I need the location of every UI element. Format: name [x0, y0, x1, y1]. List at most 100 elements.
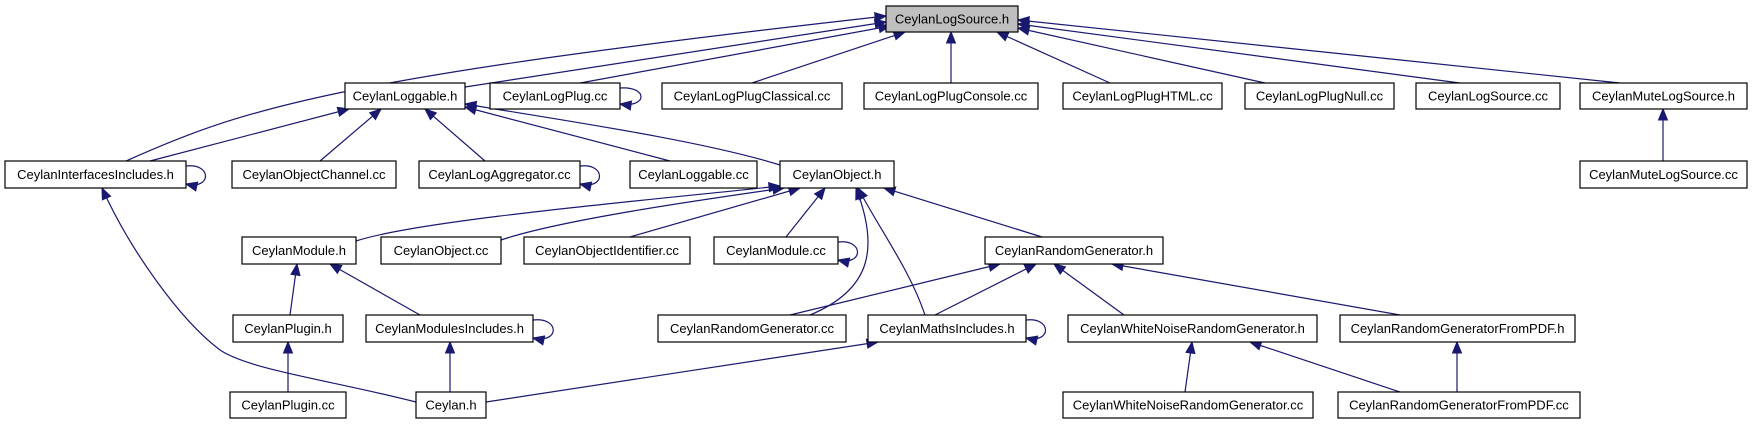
node-n16[interactable]: CeylanObject.cc [380, 236, 502, 265]
arrow-head-icon [995, 31, 1010, 42]
node-n22[interactable]: CeylanRandomGenerator.cc [657, 314, 847, 343]
edge-line [629, 187, 801, 238]
node-box[interactable] [657, 314, 847, 343]
arrow-head-icon [578, 181, 593, 192]
node-n29[interactable]: CeylanRandomGeneratorFromPDF.cc [1337, 391, 1581, 419]
arrow-head-icon [463, 100, 478, 112]
edge-n20-to-n15 [289, 262, 301, 316]
arrow-head-icon [101, 186, 112, 201]
edge-line [101, 187, 417, 403]
edge-line [1249, 341, 1401, 393]
node-label: CeylanPlugin.h [244, 321, 331, 336]
node-box[interactable] [1244, 82, 1395, 110]
node-n0[interactable]: CeylanLogSource.h [885, 5, 1019, 33]
node-box[interactable] [344, 82, 466, 110]
node-box[interactable] [1579, 82, 1748, 110]
edge-line [857, 187, 926, 316]
edge-n19-to-n13 [882, 186, 1043, 238]
node-n25[interactable]: CeylanRandomGeneratorFromPDF.h [1339, 314, 1576, 343]
node-n11[interactable]: CeylanLogAggregator.cc [418, 160, 581, 189]
node-box[interactable] [867, 314, 1027, 343]
node-n20[interactable]: CeylanPlugin.h [232, 314, 344, 343]
node-n18[interactable]: CeylanModule.cc [713, 236, 839, 265]
node-n2[interactable]: CeylanLogPlug.cc [489, 82, 621, 110]
node-n21[interactable]: CeylanModulesIncludes.h [365, 314, 534, 343]
node-box[interactable] [984, 236, 1164, 265]
node-box[interactable] [713, 236, 839, 265]
node-box[interactable] [229, 391, 347, 419]
node-n10[interactable]: CeylanObjectChannel.cc [231, 160, 397, 189]
node-label: CeylanWhiteNoiseRandomGenerator.h [1080, 321, 1305, 336]
root-node-box[interactable] [885, 5, 1019, 33]
node-n12[interactable]: CeylanLoggable.cc [629, 160, 758, 189]
node-n19[interactable]: CeylanRandomGenerator.h [984, 236, 1164, 265]
node-n26[interactable]: CeylanPlugin.cc [229, 391, 347, 419]
edge-n23-to-n13 [857, 186, 926, 316]
edge-n10-to-n1 [319, 108, 383, 162]
node-box[interactable] [380, 236, 502, 265]
node-box[interactable] [231, 160, 397, 189]
node-n8[interactable]: CeylanMuteLogSource.h [1579, 82, 1748, 110]
node-box[interactable] [4, 160, 187, 189]
node-n15[interactable]: CeylanModule.h [241, 236, 357, 265]
node-box[interactable] [1067, 314, 1318, 343]
node-n9[interactable]: CeylanInterfacesIncludes.h [4, 160, 187, 189]
edge-n27-to-n9 [101, 186, 417, 403]
node-box[interactable] [489, 82, 621, 110]
arrow-head-icon [1657, 107, 1669, 121]
node-n14[interactable]: CeylanMuteLogSource.cc [1579, 160, 1748, 189]
node-box[interactable] [779, 160, 895, 189]
edge-n23-to-n23 [1024, 319, 1046, 346]
node-n1[interactable]: CeylanLoggable.h [344, 82, 466, 110]
node-box[interactable] [1062, 82, 1223, 110]
node-n3[interactable]: CeylanLogPlugClassical.cc [661, 82, 843, 110]
node-box[interactable] [1339, 314, 1576, 343]
node-box[interactable] [365, 314, 534, 343]
edge-n23-to-n19 [934, 263, 1038, 316]
node-label: CeylanObjectIdentifier.cc [535, 243, 679, 258]
node-label: CeylanLogSource.h [895, 12, 1009, 27]
node-label: CeylanRandomGenerator.h [995, 243, 1153, 258]
node-box[interactable] [1062, 391, 1314, 419]
node-n27[interactable]: Ceylan.h [415, 391, 487, 419]
edge-n13-to-n1 [463, 100, 781, 166]
node-n24[interactable]: CeylanWhiteNoiseRandomGenerator.h [1067, 314, 1318, 343]
edge-line [1017, 23, 1461, 84]
node-label: CeylanObject.h [793, 167, 882, 182]
edge-line [1053, 263, 1125, 316]
edge-line [485, 341, 879, 403]
node-n17[interactable]: CeylanObjectIdentifier.cc [523, 236, 691, 265]
arrow-head-icon [1185, 340, 1196, 355]
node-n23[interactable]: CeylanMathsIncludes.h [867, 314, 1027, 343]
node-box[interactable] [241, 236, 357, 265]
node-box[interactable] [863, 82, 1039, 110]
arrow-head-icon [531, 335, 546, 346]
edge-n26-to-n20 [282, 340, 294, 392]
node-box[interactable] [1415, 82, 1561, 110]
edge-line [149, 108, 350, 162]
node-box[interactable] [661, 82, 843, 110]
node-label: CeylanMuteLogSource.cc [1589, 167, 1738, 182]
node-label: CeylanLogPlug.cc [503, 89, 608, 104]
node-box[interactable] [1337, 391, 1581, 419]
node-box[interactable] [1579, 160, 1748, 189]
node-n7[interactable]: CeylanLogSource.cc [1415, 82, 1561, 110]
node-n4[interactable]: CeylanLogPlugConsole.cc [863, 82, 1039, 110]
arrow-head-icon [444, 340, 456, 354]
node-n28[interactable]: CeylanWhiteNoiseRandomGenerator.cc [1062, 391, 1314, 419]
node-n13[interactable]: CeylanObject.h [779, 160, 895, 189]
node-label: CeylanLogAggregator.cc [428, 167, 571, 182]
node-n6[interactable]: CeylanLogPlugNull.cc [1244, 82, 1395, 110]
node-box[interactable] [232, 314, 344, 343]
edge-line [355, 185, 781, 242]
node-box[interactable] [523, 236, 691, 265]
edge-n11-to-n1 [423, 108, 486, 162]
node-box[interactable] [418, 160, 581, 189]
edge-n22-to-n19 [789, 261, 1002, 316]
node-box[interactable] [629, 160, 758, 189]
node-box[interactable] [415, 391, 487, 419]
node-label: CeylanModule.cc [726, 243, 826, 258]
edge-line [996, 31, 1111, 84]
node-n5[interactable]: CeylanLogPlugHTML.cc [1062, 82, 1223, 110]
